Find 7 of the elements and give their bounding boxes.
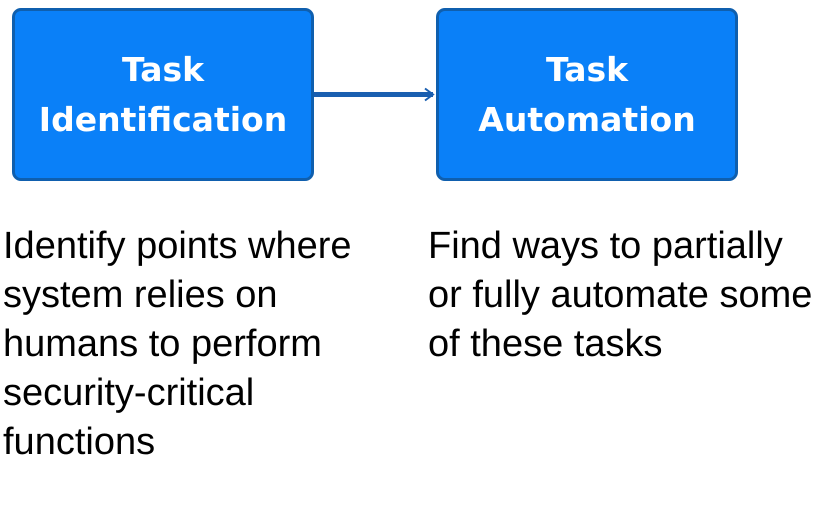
box-title: Task Identification <box>38 48 288 140</box>
arrow <box>314 88 434 102</box>
process-box <box>436 8 738 181</box>
description-text: Find ways to partially or fully automate some of these tasks <box>428 224 814 367</box>
description-text: Identify points where system relies on humans to perform security-critical functions <box>3 224 353 465</box>
process-box <box>12 8 314 181</box>
box-title: Task Automation <box>477 48 697 140</box>
